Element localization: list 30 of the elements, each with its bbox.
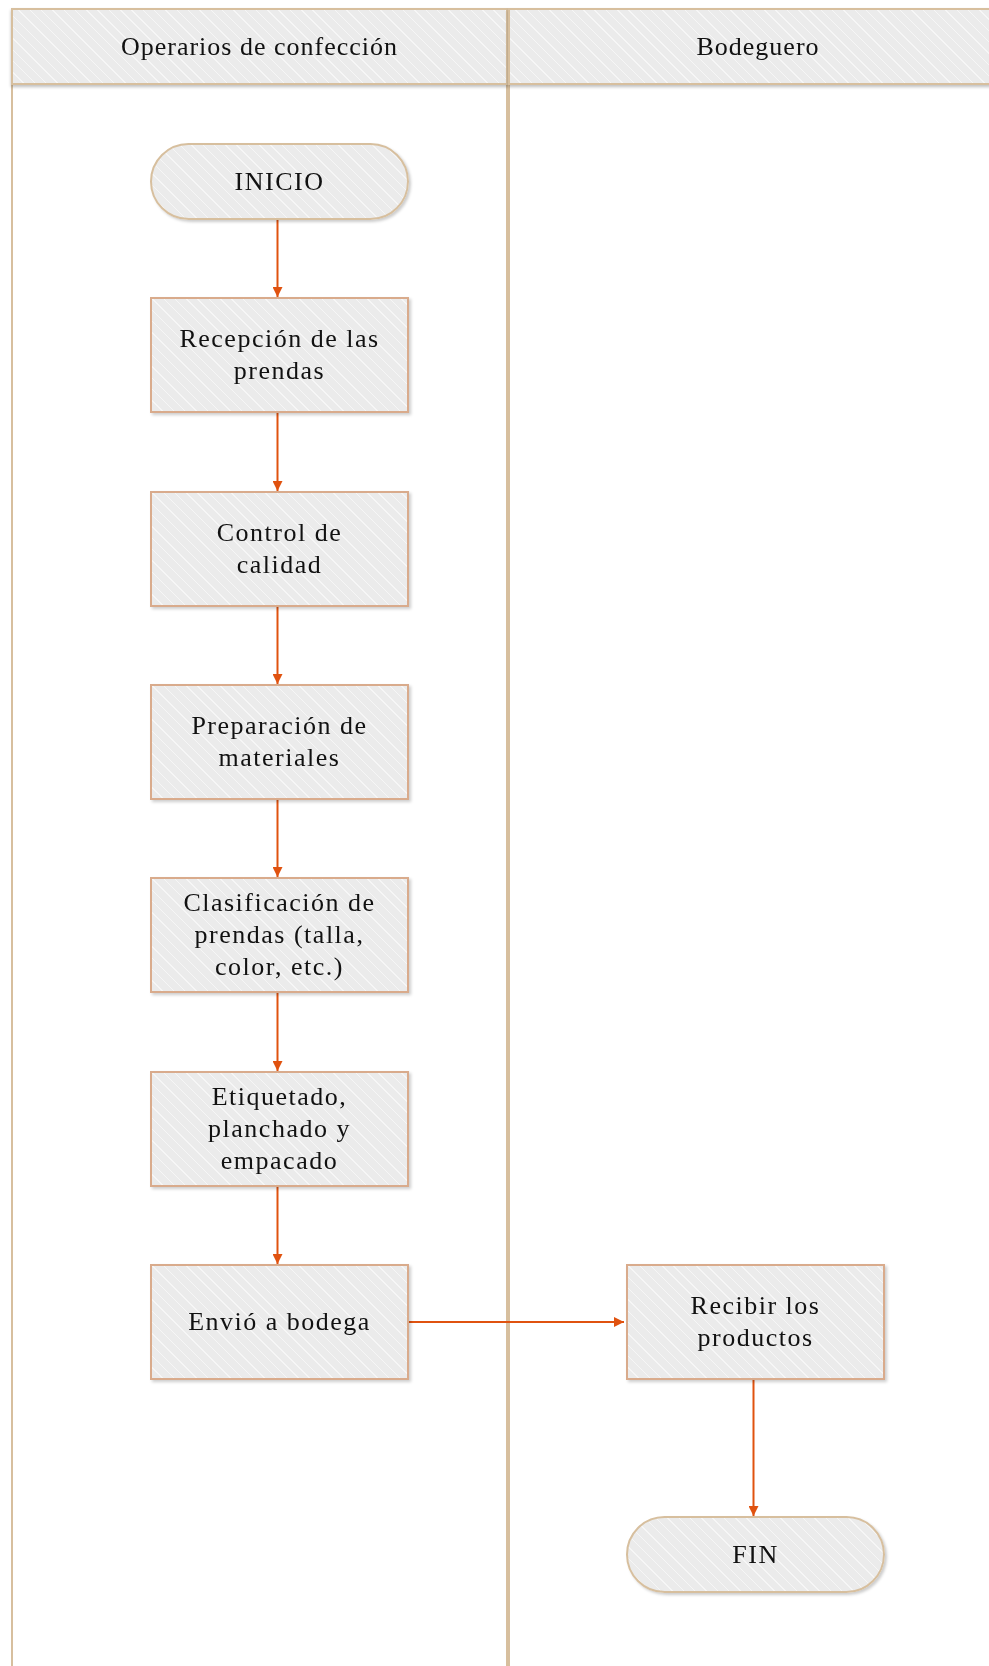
lane-header: Bodeguero	[508, 8, 989, 85]
process-box	[150, 1071, 409, 1187]
arrow	[272, 1186, 283, 1265]
process-box	[150, 1264, 409, 1380]
step-label: INICIO	[233, 165, 326, 198]
process-box	[150, 877, 409, 993]
step-label: Envió a bodega	[187, 1306, 372, 1338]
swimlane	[11, 8, 508, 1666]
arrow	[272, 219, 283, 298]
step-label: Preparación de materiales	[190, 710, 369, 774]
step-label: Etiquetado, planchado y empacado	[207, 1081, 352, 1177]
step-label: Control de calidad	[215, 517, 344, 581]
arrow	[272, 412, 283, 492]
terminal-shape	[626, 1516, 885, 1593]
step-label: FIN	[731, 1538, 780, 1571]
arrow	[406, 1317, 625, 1327]
step-label: Clasificación de prendas (talla, color, etc.)	[182, 887, 377, 983]
arrow	[272, 992, 283, 1072]
swimlane	[508, 8, 989, 1666]
step-label: Recepción de las prendas	[178, 323, 381, 387]
arrow	[272, 606, 283, 685]
step-label: Recibir los productos	[689, 1290, 822, 1354]
process-box	[626, 1264, 885, 1380]
lane-header: Operarios de confección	[11, 8, 508, 85]
arrow	[748, 1379, 759, 1517]
terminal-shape	[150, 143, 409, 220]
process-box	[150, 491, 409, 607]
process-box	[150, 297, 409, 413]
process-box	[150, 684, 409, 800]
arrow	[272, 799, 283, 878]
